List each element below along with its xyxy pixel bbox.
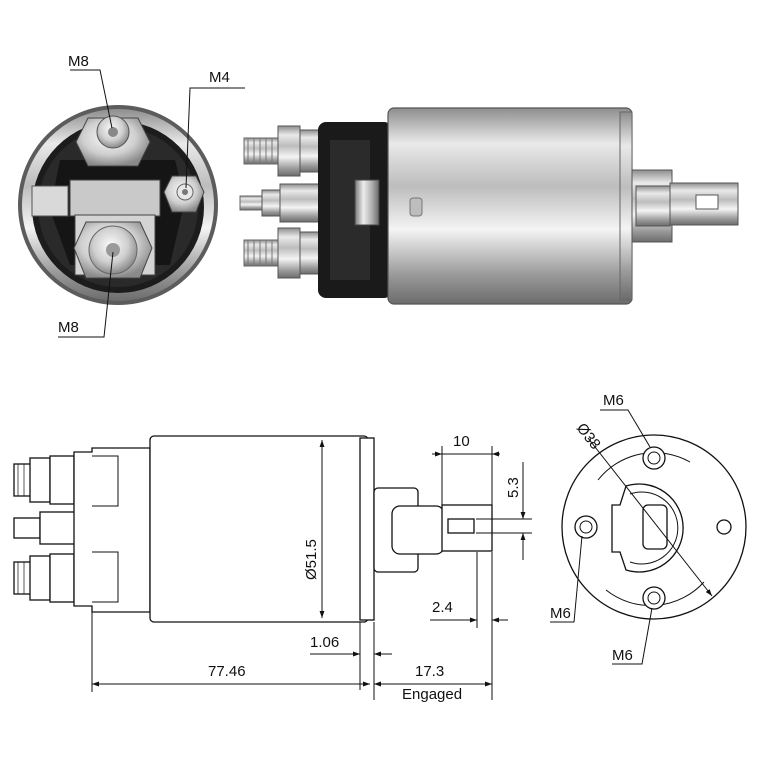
dim-diameter-body: Ø51.5 xyxy=(303,539,320,580)
terminal-stack-top xyxy=(13,455,75,505)
dim-body-length: 77.46 xyxy=(208,663,246,680)
photo-terminal-m4 xyxy=(163,175,205,213)
dim-tab-slot: 5.3 xyxy=(505,477,522,498)
dim-stroke-note: Engaged xyxy=(402,686,462,703)
callout-m6-left: M6 xyxy=(550,605,571,622)
photo-terminal-m8-bottom xyxy=(73,221,153,279)
callout-m6-top: M6 xyxy=(603,392,624,409)
callout-m8-top: M8 xyxy=(68,53,89,70)
dim-offset: 2.4 xyxy=(432,599,453,616)
dim-flange: 1.06 xyxy=(310,634,339,651)
side-drawing: Ø51.5 10 5.3 2.4 1.06 77.46 17.3 Eng xyxy=(13,433,532,703)
locating-hole xyxy=(716,519,732,535)
terminal-stack-bottom xyxy=(13,553,75,603)
hole-bottom xyxy=(642,586,666,610)
solenoid-body xyxy=(149,435,369,623)
dim-tab-width: 10 xyxy=(453,433,470,450)
dim-bolt-circle: Ø38 xyxy=(573,420,604,453)
callout-m4: M4 xyxy=(209,69,230,86)
photo-stud-bottom xyxy=(243,227,323,279)
dim-stroke: 17.3 xyxy=(415,663,444,680)
photo-stud-top xyxy=(243,125,323,177)
photo-end-view: M8 M4 M8 xyxy=(18,53,245,338)
photo-terminal-m8-top xyxy=(75,115,151,167)
end-view-drawing: Ø38 M6 M6 M6 xyxy=(550,392,747,665)
callout-m8-bottom: M8 xyxy=(58,319,79,336)
hole-left xyxy=(574,515,598,539)
hole-top xyxy=(642,446,666,470)
photo-side-view xyxy=(239,107,739,305)
callout-m6-bottom: M6 xyxy=(612,647,633,664)
